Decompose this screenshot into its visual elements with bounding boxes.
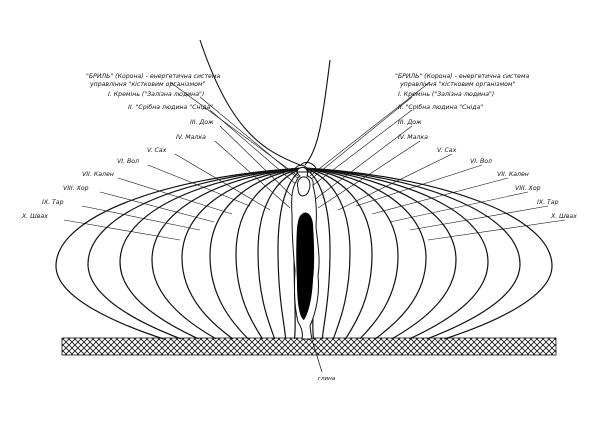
left-layer-1: I. Кремінь ("Залізна людина") [108,90,204,98]
corona-right-curve [304,59,331,166]
leader-line-4 [219,125,297,201]
shell-left-8 [119,167,305,340]
shell-left-5 [209,167,305,340]
shell-right-6 [303,167,427,340]
leader-line-18 [355,164,483,207]
left-layer-4: IV. Малка [176,134,206,141]
ground-label: глина [318,376,336,382]
left-header-line1: "БРИЛЬ" (Корона) - енергетична система [86,73,221,80]
leader-line-16 [317,140,421,209]
shell-right-9 [303,167,521,340]
leader-line-22 [427,219,566,241]
right-layer-5: V. Сах [437,147,457,154]
leader-line-9 [99,191,215,223]
left-layer-2: II. "Срібна людина "Сніда" [128,103,213,111]
right-layer-labels: I. Кремінь ("Залізна людина") II. "Срібн… [398,90,577,220]
right-layer-9: IX. Тар [537,199,559,206]
shell-left-6 [181,167,305,340]
shell-right-3 [303,167,351,340]
left-header-line2: управління "кістковим організмом" [89,80,206,88]
right-layer-10: X. Швах [550,213,577,220]
right-layer-6: VI. Вол [470,158,492,165]
leader-line-15 [313,125,413,201]
left-layer-7: VII. Кален [82,171,114,178]
leader-line-14 [311,109,413,187]
right-layer-1: I. Кремінь ("Залізна людина") [398,90,494,98]
shell-right-5 [303,167,399,340]
left-layer-3: III. Дож [190,119,214,126]
left-layer-10: X. Швах [21,213,48,220]
left-layer-8: VIII. Хор [63,185,89,192]
leader-line-6 [174,153,271,211]
leader-line-17 [337,153,453,211]
right-layer-8: VIII. Хор [515,185,541,192]
energy-shells [55,167,553,340]
leader-line-13 [309,96,413,181]
shell-left-7 [151,167,305,340]
shell-left-2 [277,167,305,340]
right-layer-7: VII. Кален [497,171,529,178]
corona-left-curve [199,39,301,166]
leader-line-2 [199,96,301,181]
leader-line-20 [389,191,529,223]
right-layer-3: III. Дож [398,119,422,126]
right-layer-4: IV. Малка [398,134,428,141]
shell-left-9 [87,167,305,340]
ground-leader [311,339,323,373]
right-header: "БРИЛЬ" (Корона) - енергетична система у… [395,73,530,88]
shell-right-8 [303,167,489,340]
shell-left-10 [55,167,305,340]
left-header: "БРИЛЬ" (Корона) - енергетична система у… [86,73,221,88]
leader-line-12 [309,81,431,177]
leader-line-10 [81,205,201,231]
left-layer-9: IX. Тар [42,199,64,206]
left-layer-6: VI. Вол [117,158,139,165]
right-layer-2: II. "Срібна людина "Сніда" [398,103,483,111]
human-figure [291,161,320,340]
shell-right-4 [303,167,373,340]
leader-line-7 [147,164,251,207]
shell-right-7 [303,167,457,340]
leader-line-8 [117,177,233,215]
left-layer-labels: I. Кремінь ("Залізна людина") II. "Срібн… [21,90,214,220]
shell-left-3 [257,167,305,340]
shell-right-2 [303,167,331,340]
corona-crown-icon [293,161,317,173]
right-header-line1: "БРИЛЬ" (Корона) - енергетична система [395,73,530,80]
shell-right-10 [303,167,553,340]
leader-line-21 [409,205,549,231]
leader-line-3 [209,109,299,187]
left-layer-5: V. Сах [147,147,167,154]
figure-head [297,176,311,197]
figure-core [296,212,315,320]
leader-line-11 [63,219,181,241]
right-header-line2: управління "кістковим організмом" [399,80,516,88]
leader-line-5 [214,140,291,209]
ground-hatch [61,337,557,356]
leader-line-19 [371,177,509,215]
label-leaders [63,81,566,241]
